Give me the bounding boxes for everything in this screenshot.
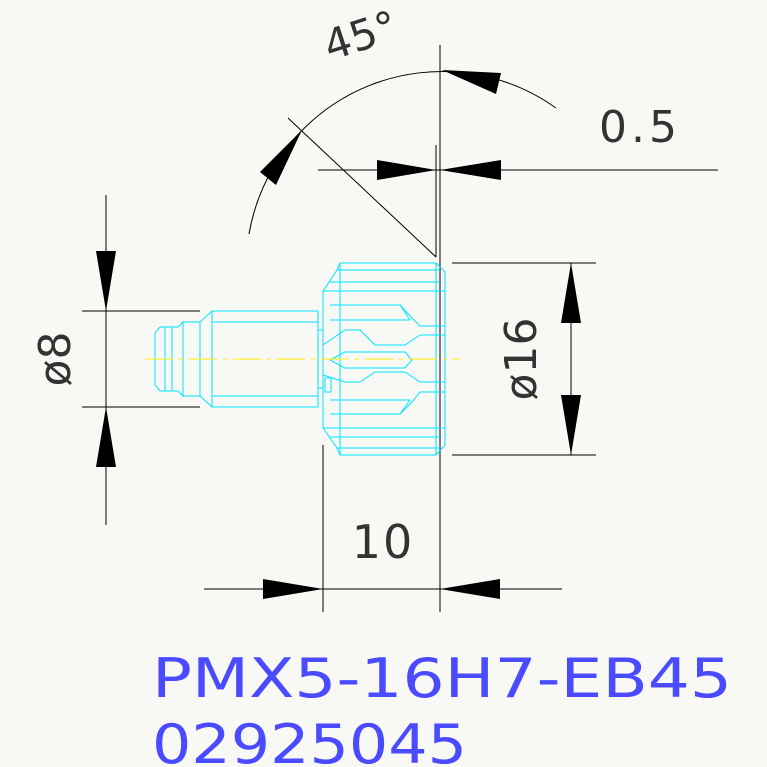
length-arrow-left xyxy=(263,579,323,599)
head-arrow-bottom xyxy=(561,395,581,455)
angle-arrow-left xyxy=(260,130,302,185)
angle-arrow-right xyxy=(442,70,501,94)
shank-body xyxy=(183,310,318,323)
chamfer-arrow-right xyxy=(440,160,501,180)
length-arrow-right xyxy=(440,579,500,599)
shank-diameter-label: ø8 xyxy=(30,332,81,387)
length-label: 10 xyxy=(352,515,415,569)
head-diameter-label: ø16 xyxy=(496,318,547,401)
gear-tooth-middle xyxy=(329,351,413,369)
angle-arc xyxy=(248,71,557,235)
gear-tooth-top xyxy=(330,304,445,327)
arrowheads xyxy=(96,70,581,599)
chamfer-arrow-left xyxy=(377,160,436,180)
shank-arrow-top xyxy=(96,251,116,311)
part-code: 02925045 xyxy=(152,713,467,767)
shank-arrow-bottom xyxy=(96,407,116,467)
part-number: PMX5-16H7-EB45 xyxy=(152,647,732,710)
head-arrow-top xyxy=(561,263,581,323)
chamfer-label: 0.5 xyxy=(599,102,681,153)
chamfer-extension-line xyxy=(287,117,437,258)
